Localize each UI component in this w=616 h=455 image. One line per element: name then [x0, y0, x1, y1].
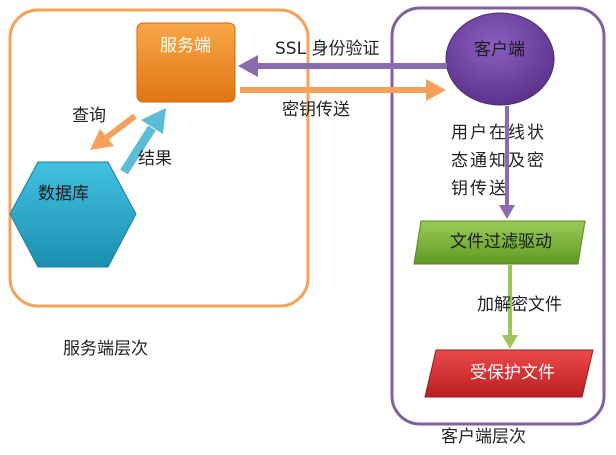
query-label: 查询 — [72, 106, 106, 126]
protected-files-label: 受保护文件 — [470, 363, 555, 383]
notice-line-1: 用户在线状 — [451, 123, 546, 143]
key-transfer-arrow — [240, 79, 446, 101]
filter-driver-label: 文件过滤驱动 — [450, 232, 552, 252]
ssl-auth-arrow — [238, 55, 447, 77]
crypto-files-label: 加解密文件 — [477, 295, 562, 315]
query-arrow — [90, 113, 137, 150]
database-label: 数据库 — [38, 184, 89, 204]
result-arrow — [120, 108, 166, 175]
server-box — [136, 22, 236, 103]
filter-driver-shape — [413, 220, 586, 265]
key-transfer-label: 密钥传送 — [282, 100, 350, 120]
server-title: 服务端 — [160, 36, 211, 56]
client-to-driver-arrow — [499, 106, 515, 219]
online-status-notice: 用户在线状 态通知及密 钥传送 — [451, 119, 566, 203]
database-hexagon — [9, 161, 137, 268]
result-label: 结果 — [138, 149, 172, 169]
server-layer-frame — [8, 8, 310, 308]
notice-line-3: 钥传送 — [451, 179, 508, 199]
ssl-auth-label: SSL 身份验证 — [275, 39, 380, 59]
notice-line-2: 态通知及密 — [451, 151, 546, 171]
client-title: 客户端 — [474, 40, 525, 60]
driver-to-protected-arrow — [502, 265, 518, 349]
client-ellipse — [445, 12, 555, 106]
server-layer-label: 服务端层次 — [63, 339, 148, 359]
client-layer-frame — [390, 6, 606, 426]
protected-files-shape — [424, 349, 594, 398]
client-layer-label: 客户端层次 — [441, 427, 526, 447]
